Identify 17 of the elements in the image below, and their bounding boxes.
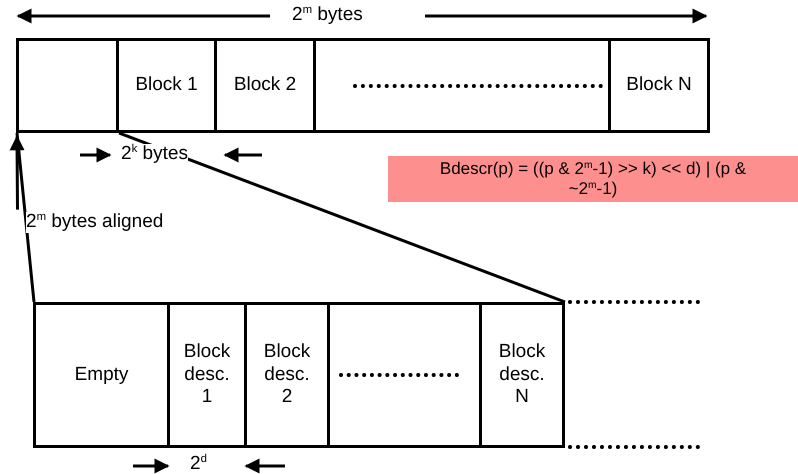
descriptor-cell: Empty [33, 302, 170, 448]
memory-cell: Block 1 [116, 38, 217, 133]
memory-cell [313, 38, 611, 133]
zoom-line [118, 132, 566, 304]
dimension-label: 2$^{k}$ bytes [121, 144, 188, 165]
descriptor-cell: Block desc. 1 [167, 302, 247, 448]
memory-cell: Block 2 [214, 38, 316, 133]
formula-box: Bdescr(p) = ((p & 2$^{m}$-1) >> k) << d) | (p & ~2$^{m}$-1) [388, 156, 798, 202]
memory-cell [16, 38, 119, 133]
annotation-text: 2$^{m}$ bytes aligned [26, 212, 164, 233]
descriptor-cell [327, 302, 482, 448]
descriptor-cell: Block desc. 2 [244, 302, 330, 448]
zoom-line [16, 132, 36, 302]
dimension-label: 2$^{m}$ bytes [292, 5, 363, 26]
descriptor-cell: Block desc. N [479, 302, 565, 448]
memory-cell: Block N [608, 38, 710, 133]
leader-line [10, 135, 25, 210]
